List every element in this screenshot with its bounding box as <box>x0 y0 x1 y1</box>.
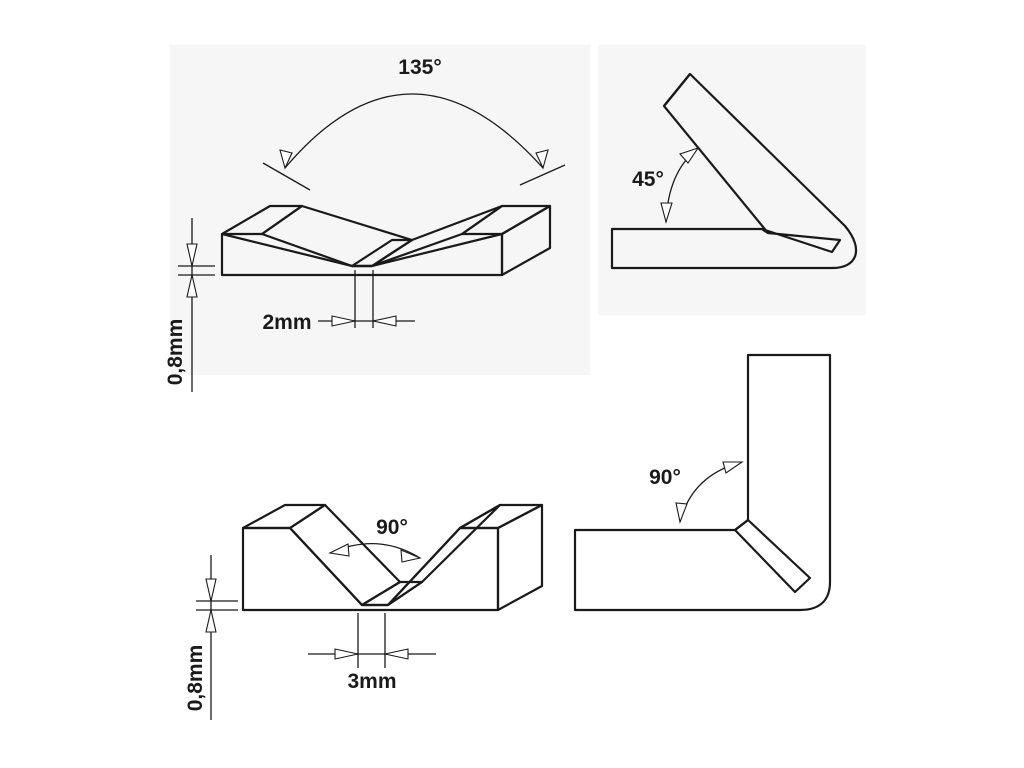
arrowhead <box>384 648 409 660</box>
thickness-top-label: 0,8mm <box>164 319 187 386</box>
angle-135-ext-right <box>519 164 566 186</box>
arrowhead <box>722 461 744 474</box>
arrowhead <box>535 149 549 170</box>
arrowhead <box>331 315 356 327</box>
angle-90-fold-arc <box>679 461 743 523</box>
angle-135-arc <box>284 93 544 169</box>
fold-90-panel: 90° <box>573 353 832 612</box>
arrowhead <box>372 315 397 327</box>
fold-45-top-edge <box>663 73 691 107</box>
angle-45-label: 45° <box>632 168 664 191</box>
panel-top-right-face <box>458 503 544 530</box>
fold-45-panel: 45° <box>610 72 857 270</box>
arrowhead <box>660 202 673 224</box>
groove-bottom <box>360 580 424 607</box>
panel-top-left-face <box>241 503 327 530</box>
angle-135-label: 135° <box>398 56 441 79</box>
arrowhead <box>334 648 359 660</box>
arrowhead <box>205 609 217 633</box>
panel-front-face <box>241 526 500 612</box>
width-3mm-label: 3mm <box>347 670 396 693</box>
fold-joint-45 <box>760 227 842 254</box>
angle-90-fold-label: 90° <box>649 466 681 489</box>
folded-panel-90 <box>573 353 832 612</box>
panel-top-left-bg <box>170 45 590 375</box>
groove-90-panel: 90° 3mm 0,8mm <box>184 503 544 720</box>
arrowhead <box>328 543 350 557</box>
thickness-bottom-label: 0,8mm <box>184 645 207 712</box>
angle-135-ext-left <box>262 162 311 191</box>
arrowhead <box>186 274 198 298</box>
groove-135-panel: 135° 2mm 0,8mm <box>164 56 566 392</box>
width-2mm-label: 2mm <box>262 311 311 334</box>
fold-joint-90 <box>733 518 812 594</box>
arrowhead <box>279 149 293 170</box>
arrowhead <box>186 243 198 267</box>
arrowhead <box>679 146 700 164</box>
arrowhead <box>400 549 422 563</box>
groove-bottom <box>350 238 414 268</box>
arrowhead <box>675 502 688 524</box>
angle-90-groove-label: 90° <box>376 516 408 539</box>
arrowhead <box>205 578 217 602</box>
panel-top-right-bg <box>598 45 866 315</box>
panel-end-face <box>496 503 544 612</box>
